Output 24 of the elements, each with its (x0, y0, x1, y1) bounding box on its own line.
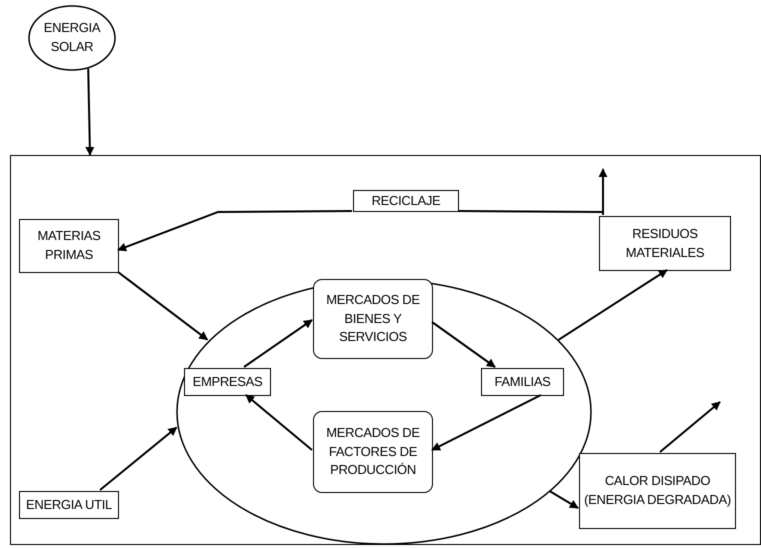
arrow (548, 490, 579, 509)
market-box: MERCADOS DE BIENES Y SERVICIOS (313, 279, 433, 359)
source-ellipse: ENERGIA SOLAR (28, 5, 116, 71)
arrow (659, 401, 721, 453)
process-box: RECICLAJE (353, 190, 459, 212)
market-box: MERCADOS DE FACTORES DE PRODUCCIÓN (313, 411, 433, 493)
arrow (431, 394, 542, 451)
process-box: ENERGIA UTIL (19, 491, 119, 519)
arrow (117, 271, 208, 340)
connector-line (458, 210, 604, 215)
arrow (85, 68, 94, 156)
arrow (99, 426, 178, 491)
process-box: RESIDUOS MATERIALES (599, 216, 731, 271)
arrow (558, 269, 668, 341)
process-box: MATERIAS PRIMAS (19, 219, 119, 273)
process-box: EMPRESAS (184, 368, 271, 396)
arrow (598, 168, 608, 215)
arrow (243, 319, 313, 368)
arrow (431, 321, 496, 368)
process-box: FAMILIAS (481, 368, 564, 396)
process-box: CALOR DISIPADO (ENERGIA DEGRADADA) (579, 453, 736, 529)
arrow (117, 210, 352, 252)
arrow (245, 394, 313, 451)
system-frame (10, 155, 761, 545)
